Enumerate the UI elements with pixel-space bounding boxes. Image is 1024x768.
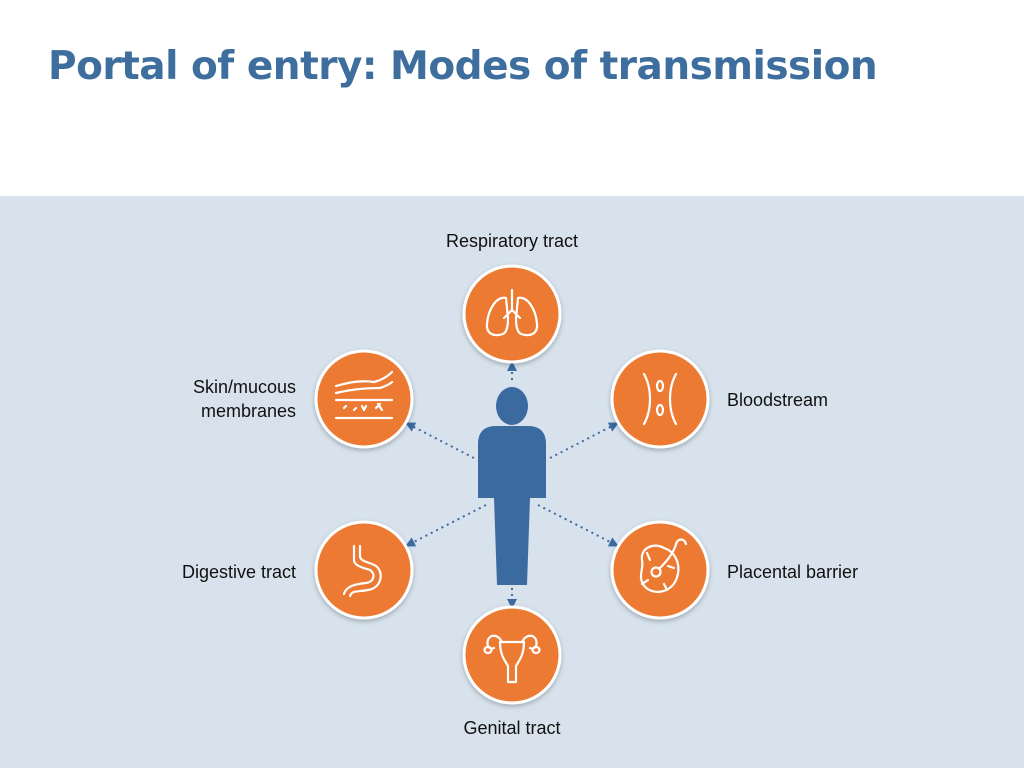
uterus-icon (483, 634, 541, 684)
node-placental (610, 520, 710, 620)
label-skin-line2: membranes (200, 401, 296, 421)
skin-layers-icon (334, 370, 394, 420)
node-digestive (314, 520, 414, 620)
label-digestive: Digestive tract (181, 562, 296, 582)
lungs-icon (485, 288, 539, 337)
human-figure-icon (478, 387, 546, 585)
label-skin: Skin/mucous membranes (193, 375, 296, 423)
blood-vessel-icon (642, 372, 678, 426)
node-genital (462, 605, 562, 705)
connector-bloodstream (549, 422, 619, 459)
placenta-icon (639, 538, 688, 593)
label-placental: Placental barrier (727, 562, 859, 582)
connector-placental (537, 504, 619, 547)
label-respiratory: Respiratory tract (445, 231, 579, 251)
connectors (405, 361, 619, 609)
node-bloodstream (610, 349, 710, 449)
label-bloodstream: Bloodstream (727, 390, 829, 410)
page-title: Portal of entry: Modes of transmission (48, 44, 878, 89)
node-skin (314, 349, 414, 449)
connector-digestive (405, 504, 487, 547)
stomach-icon (342, 544, 382, 598)
label-skin-line1: Skin/mucous (192, 377, 296, 397)
connector-skin (405, 422, 475, 459)
node-respiratory (462, 264, 562, 364)
label-genital: Genital tract (463, 718, 561, 738)
